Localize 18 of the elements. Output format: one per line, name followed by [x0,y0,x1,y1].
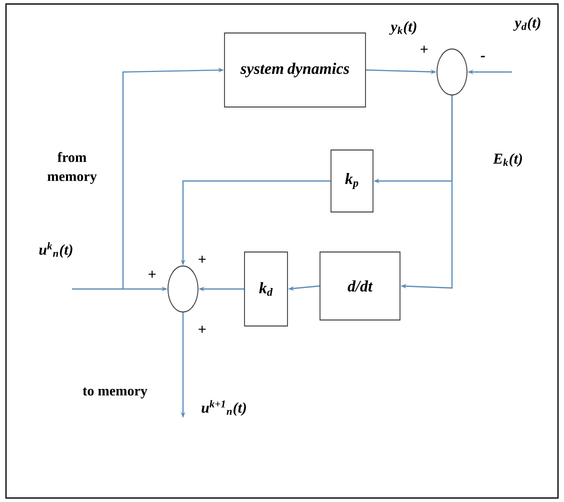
label: u$^{k}$$_{n}$(t) [39,242,72,258]
summing-junction [168,266,198,312]
block-box: system dynamics [224,32,366,108]
summing-junction [436,48,468,96]
label: y$_{k}$(t) [389,21,416,35]
block-box: k$_{p}$ [330,150,374,212]
label: from memory [48,152,97,184]
label: - [480,56,485,58]
label: E$_{k}$(t) [492,153,522,167]
label: to memory [82,388,148,398]
block-box: d/dt [320,252,400,320]
label: + [198,326,206,333]
label: + [420,46,428,53]
label: + [198,256,206,263]
label: y$_{d}$(t) [513,17,540,31]
label: u$^{k+1}$$_{n}$(t) [202,400,246,416]
block-box: k$_{d}$ [244,252,288,326]
label: + [148,270,156,278]
